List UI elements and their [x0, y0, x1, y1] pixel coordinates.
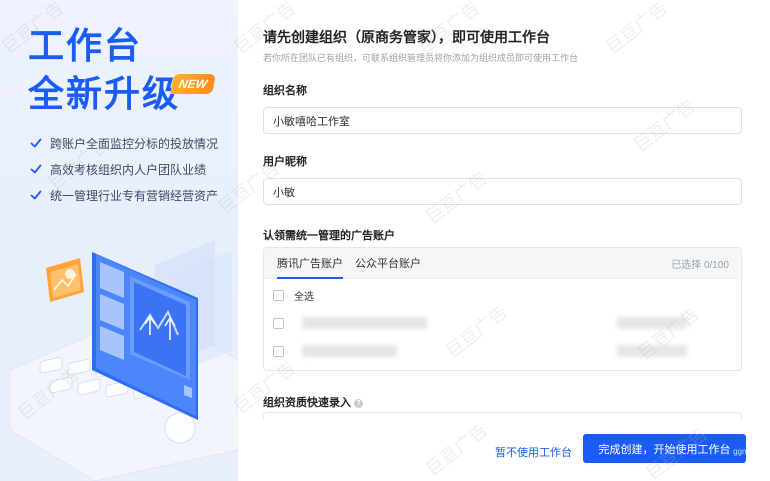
- dialog-footer: 暂不使用工作台 完成创建，开始使用工作台 巨亘 ggm.net: [238, 423, 770, 481]
- account-checkbox[interactable]: [273, 345, 284, 357]
- org-name-label: 组织名称: [263, 85, 307, 97]
- account-row[interactable]: [264, 309, 741, 337]
- account-tabs: 腾讯广告账户 公众平台账户 已选择 0/100: [264, 248, 741, 279]
- nickname-label: 用户昵称: [263, 156, 307, 168]
- page-title: 请先创建组织（原商务管家），即可使用工作台: [263, 29, 550, 45]
- select-all-checkbox[interactable]: [273, 289, 284, 301]
- org-name-input[interactable]: 小敏嘻哈工作室: [263, 107, 742, 134]
- create-org-form: 请先创建组织（原商务管家），即可使用工作台 若你所在团队已有组织，可联系组织管理…: [238, 0, 770, 481]
- check-icon: [30, 138, 42, 148]
- redacted-account-id: [617, 317, 687, 329]
- selected-count: 已选择 0/100: [671, 260, 729, 271]
- skip-workspace-button[interactable]: 暂不使用工作台: [495, 447, 572, 459]
- accounts-label: 认领需统一管理的广告账户: [263, 230, 395, 242]
- tab-official-platform-accounts[interactable]: 公众平台账户: [355, 258, 421, 270]
- feature-item: 高效考核组织内人户团队业绩: [30, 156, 218, 182]
- tab-tencent-ad-accounts[interactable]: 腾讯广告账户: [264, 248, 343, 279]
- feature-list: 跨账户全面监控分标的投放情况 高效考核组织内人户团队业绩 统一管理行业专有营销经…: [30, 130, 218, 208]
- corner-watermark: 巨亘 ggm.net: [733, 439, 762, 457]
- feature-item: 跨账户全面监控分标的投放情况: [30, 130, 218, 156]
- account-selector: 腾讯广告账户 公众平台账户 已选择 0/100 全选: [263, 247, 742, 371]
- select-all-label: 全选: [294, 291, 314, 303]
- new-badge: NEW: [170, 74, 216, 94]
- account-checkbox[interactable]: [273, 317, 284, 329]
- nickname-input[interactable]: 小敏: [263, 178, 742, 205]
- corner-watermark-line2: ggm.net: [733, 447, 762, 457]
- promo-title-line1: 工作台: [28, 25, 143, 66]
- help-icon[interactable]: ?: [354, 398, 363, 408]
- page-subtitle: 若你所在团队已有组织，可联系组织管理员将你添加为组织成员即可使用工作台: [263, 53, 579, 63]
- qualification-section-edge: [263, 412, 742, 420]
- feature-text: 统一管理行业专有营销经营资产: [50, 188, 219, 203]
- promo-title-line2: 全新升级: [28, 73, 181, 114]
- corner-watermark-line1: 巨亘: [746, 438, 762, 448]
- select-all-row[interactable]: 全选: [264, 281, 741, 309]
- check-icon: [30, 190, 42, 200]
- check-icon: [30, 164, 42, 174]
- create-and-start-button[interactable]: 完成创建，开始使用工作台: [583, 434, 746, 463]
- redacted-account-id: [617, 345, 687, 357]
- qualification-label: 组织资质快速录入?: [263, 394, 363, 410]
- qualification-label-text: 组织资质快速录入: [263, 397, 351, 409]
- account-row[interactable]: [264, 337, 741, 365]
- promo-panel: 工作台 全新升级 NEW 跨账户全面监控分标的投放情况 高效考核组织内人户团队业…: [0, 0, 238, 481]
- feature-item: 统一管理行业专有营销经营资产: [30, 182, 218, 208]
- feature-text: 高效考核组织内人户团队业绩: [50, 162, 207, 177]
- dashboard-illustration: [9, 240, 238, 481]
- redacted-account-name: [302, 317, 427, 329]
- redacted-account-name: [302, 345, 397, 357]
- feature-text: 跨账户全面监控分标的投放情况: [50, 136, 219, 151]
